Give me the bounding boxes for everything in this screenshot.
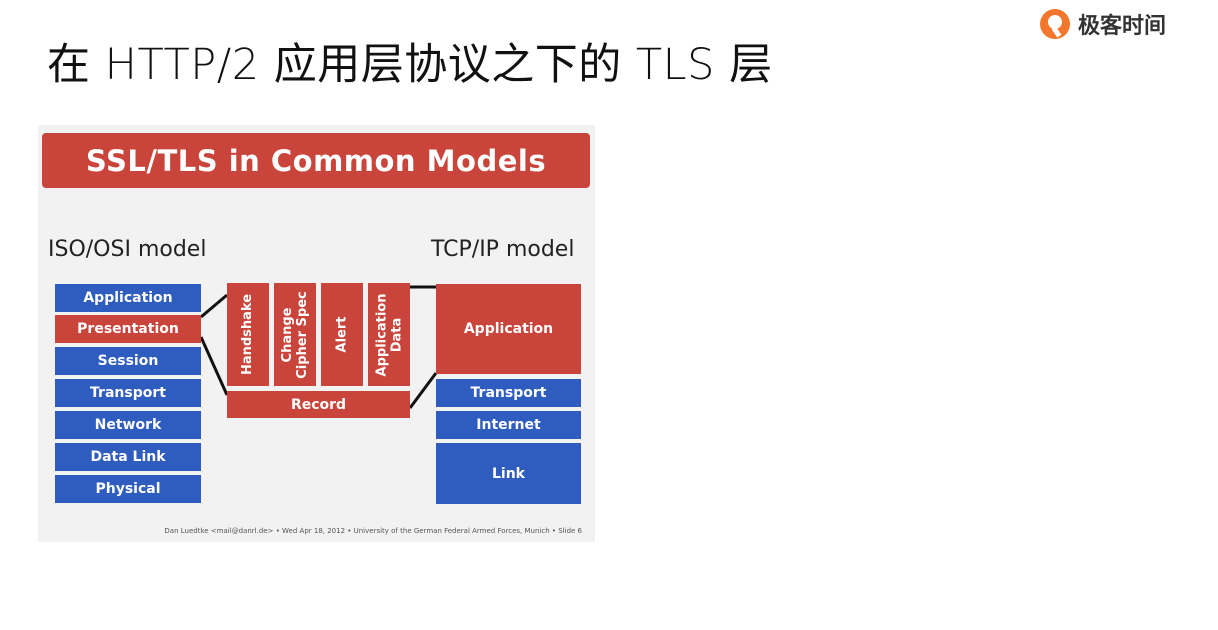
tls-models-figure: SSL/TLS in Common Models ISO/OSI model T… xyxy=(38,125,595,542)
tls-change-cipher-spec-label: Change Cipher Spec xyxy=(280,290,311,379)
tls-change-cipher-spec-box: Change Cipher Spec xyxy=(274,283,316,386)
tcp-layer-transport: Transport xyxy=(436,379,581,407)
tls-application-data-box: Application Data xyxy=(368,283,410,386)
tcp-layer-link: Link xyxy=(436,443,581,504)
tcp-layer-application: Application xyxy=(436,284,581,374)
figure-footer: Dan Luedtke <mail@danrl.de> • Wed Apr 18… xyxy=(164,527,582,535)
osi-layer-presentation: Presentation xyxy=(55,315,201,343)
tls-alert-box: Alert xyxy=(321,283,363,386)
brand-logo-text: 极客时间 xyxy=(1078,14,1167,39)
tls-application-data-label: Application Data xyxy=(374,293,405,376)
osi-layer-session: Session xyxy=(55,347,201,375)
osi-layer-physical: Physical xyxy=(55,475,201,503)
slide-title: 在 HTTP/2 应用层协议之下的 TLS 层 xyxy=(47,40,773,90)
osi-model-title: ISO/OSI model xyxy=(48,237,207,262)
osi-layer-data-link: Data Link xyxy=(55,443,201,471)
tcp-layer-internet: Internet xyxy=(436,411,581,439)
tls-alert-label: Alert xyxy=(334,316,350,353)
tls-record-box: Record xyxy=(227,391,410,418)
tcp-model-title: TCP/IP model xyxy=(431,237,575,262)
osi-layer-transport: Transport xyxy=(55,379,201,407)
tls-handshake-box: Handshake xyxy=(227,283,269,386)
osi-layer-application: Application xyxy=(55,284,201,312)
connector-lines xyxy=(199,285,438,409)
figure-banner: SSL/TLS in Common Models xyxy=(42,133,590,188)
brand-logo-icon xyxy=(1040,9,1070,39)
brand-logo: 极客时间 xyxy=(1040,6,1200,42)
osi-layer-network: Network xyxy=(55,411,201,439)
tls-handshake-label: Handshake xyxy=(240,293,256,376)
